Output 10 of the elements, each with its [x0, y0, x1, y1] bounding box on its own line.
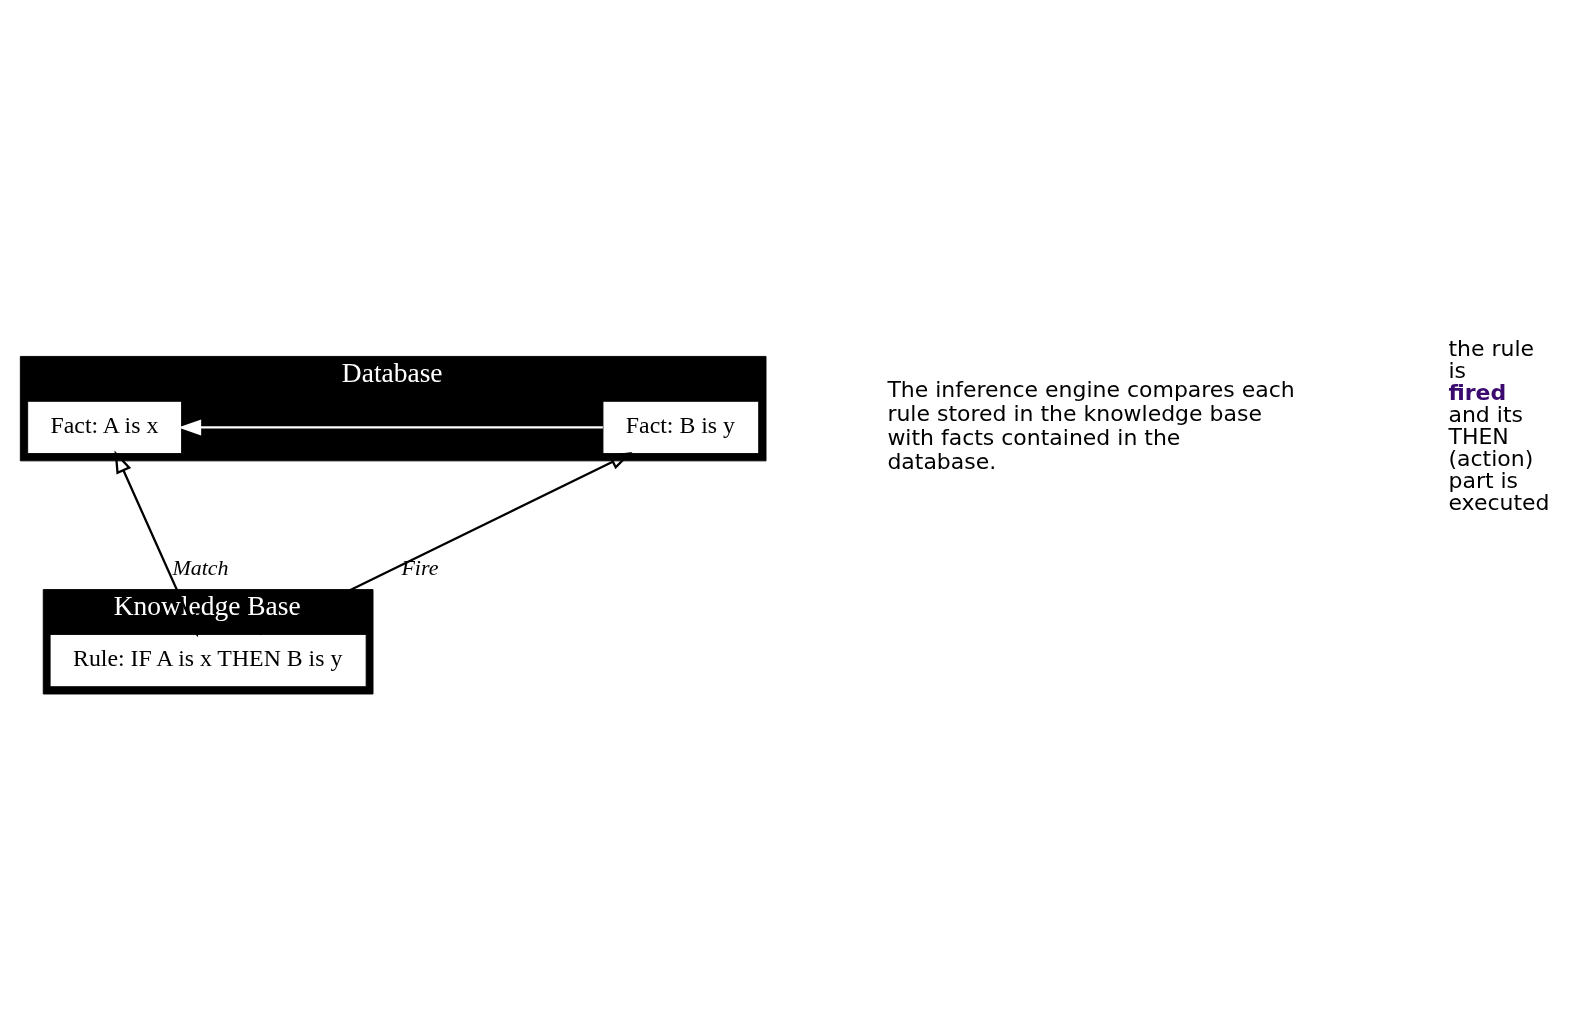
edge-label: Fire [401, 554, 439, 580]
label: the rule is fired and its THEN (action) part is executed [1448, 335, 1550, 515]
arrow [259, 451, 633, 635]
arrow [114, 449, 199, 637]
label: The inference engine compares each rule stored in the knowledge base with facts contained in the database. [887, 376, 1295, 474]
edge-label: Match [172, 554, 229, 580]
node-box: Fact: B is y [602, 400, 760, 454]
node-box: Fact: A is x [27, 400, 183, 454]
arrow [178, 418, 603, 435]
node-box: Rule: IF A is x THEN B is y [49, 633, 367, 687]
